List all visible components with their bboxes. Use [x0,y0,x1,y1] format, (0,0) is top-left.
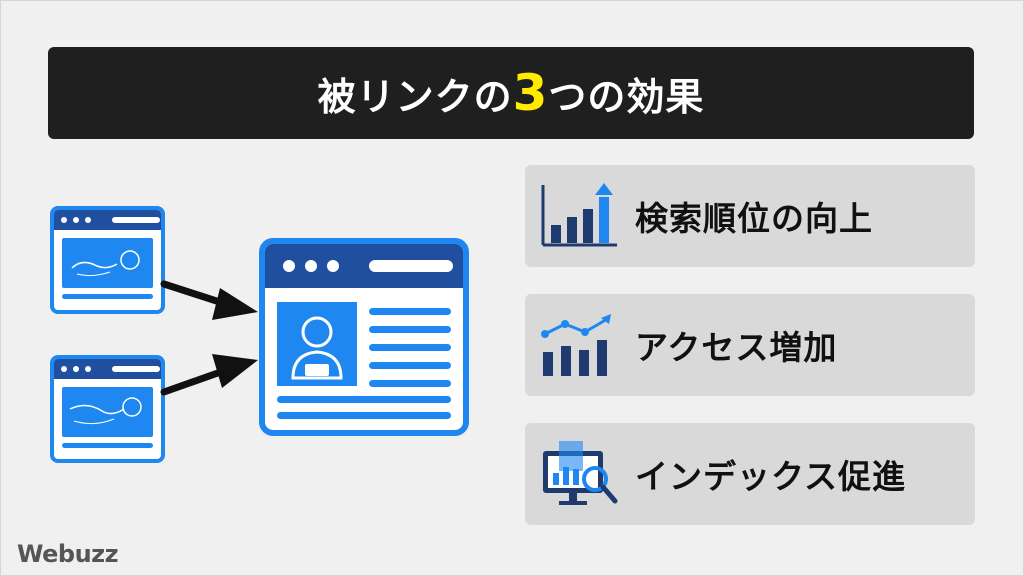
target-site-window [259,238,469,436]
arrow-right-up-icon [160,354,258,396]
title-highlight: 3 [512,64,549,122]
source-site-window-1 [50,206,165,314]
window-dot [61,217,67,223]
bar-chart-trend-line-icon [541,314,611,376]
text-line [369,344,451,351]
text-line [369,380,451,387]
title-prefix: 被リンクの [317,74,513,119]
effect-label: インデックス促進 [635,457,907,496]
text-line [277,412,451,419]
window-address-pill [369,260,453,272]
window-title-bar [54,210,161,230]
window-address-pill [112,217,160,223]
text-line [369,326,451,333]
effect-card-traffic: アクセス増加 [525,294,975,396]
window-dot [85,217,91,223]
window-dot [61,366,67,372]
window-dot [85,366,91,372]
text-line [369,308,451,315]
window-dot [73,217,79,223]
text-line [62,294,153,299]
source-site-window-2 [50,355,165,463]
window-dot [327,260,339,272]
bar-chart-up-arrow-icon [541,183,617,247]
monitor-magnifier-icon [543,441,618,505]
text-line [277,396,451,403]
text-line [62,443,153,448]
effect-card-indexing: インデックス促進 [525,423,975,525]
arrow-right-down-icon [160,280,258,320]
window-title-bar [54,359,161,379]
effect-label: アクセス増加 [635,328,838,367]
window-dot [283,260,295,272]
window-dot [305,260,317,272]
effect-card-ranking: 検索順位の向上 [525,165,975,267]
window-address-pill [112,366,160,372]
site-illustration-image [62,238,153,288]
profile-photo-icon [277,302,357,386]
effect-label: 検索順位の向上 [635,199,873,238]
text-line [369,362,451,369]
brand-logo: Webuzz [17,540,119,568]
site-illustration-image [62,387,153,437]
window-dot [73,366,79,372]
title-suffix: つの効果 [548,74,705,119]
